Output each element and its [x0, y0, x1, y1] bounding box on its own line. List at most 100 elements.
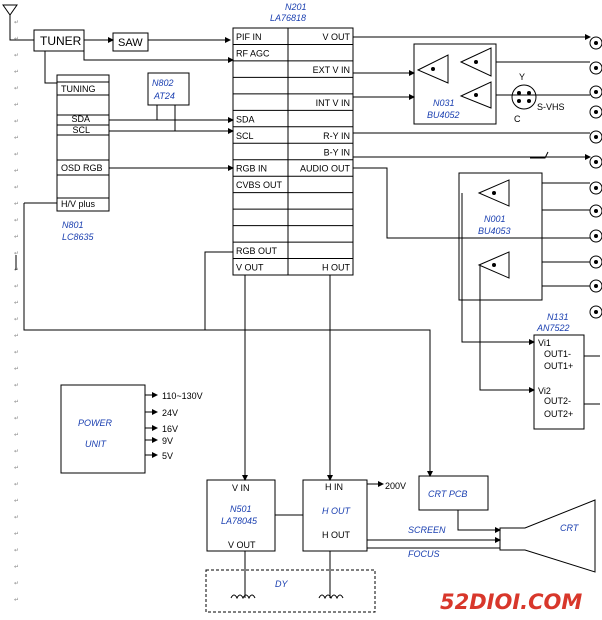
voltage-200v: 200V — [385, 481, 406, 491]
n201-pin-left-7: SCL — [236, 131, 254, 141]
n201-pin-right-7: R-Y IN — [323, 131, 350, 141]
wiring — [9, 26, 600, 598]
horizontal-output-block: H IN H OUT H OUT — [302, 479, 368, 552]
crt-tube-icon: CRT — [499, 499, 596, 573]
saw-filter-block: SAW — [112, 32, 149, 52]
n131-ref: N131 — [547, 312, 569, 322]
n501-part: LA78045 — [221, 516, 258, 526]
deflection-yoke: DY — [205, 569, 376, 613]
n201-pin-left-6: SDA — [236, 114, 255, 124]
focus-label: FOCUS — [408, 549, 440, 559]
n201-ref: N201 — [285, 2, 307, 12]
n201-pin-right-1: V OUT — [322, 32, 350, 42]
dy-label: DY — [275, 579, 288, 589]
paragraph-mark: ↵ — [14, 251, 19, 257]
crt-label: CRT — [560, 523, 580, 533]
n131-pin-out1-minus: OUT1- — [544, 349, 571, 359]
margin-markers: ↵↵↵↵↵↵↵↵↵↵↵↵↵↵↵↵↵↵↵↵↵↵↵↵↵↵↵↵↵↵↵↵↵↵↵↵ — [14, 20, 19, 604]
tuner-label: TUNER — [40, 34, 82, 48]
paragraph-mark: ↵ — [14, 499, 19, 505]
n201-pin-right-3: EXT V IN — [313, 65, 350, 75]
paragraph-mark: ↵ — [14, 169, 19, 175]
paragraph-mark: ↵ — [14, 334, 19, 340]
paragraph-mark: ↵ — [14, 482, 19, 488]
n131-part: AN7522 — [536, 323, 570, 333]
paragraph-mark: ↵ — [14, 317, 19, 323]
paragraph-mark: ↵ — [14, 515, 19, 521]
n802-part: AT24 — [153, 91, 175, 101]
n131-amplifier: N131 AN7522 Vi1 Vi2 OUT1- OUT1+ OUT2- OU… — [533, 312, 585, 430]
n201-pin-right-9: AUDIO OUT — [300, 164, 351, 174]
paragraph-mark: ↵ — [14, 466, 19, 472]
n801-pin-tuning: TUNING — [61, 84, 96, 94]
paragraph-mark: ↵ — [14, 20, 19, 26]
n201-pin-right-15: H OUT — [322, 263, 351, 273]
paragraph-mark: ↵ — [14, 235, 19, 241]
paragraph-mark: ↵ — [14, 70, 19, 76]
n801-pin-osd-rgb: OSD RGB — [61, 163, 103, 173]
n201-pin-right-8: B-Y IN — [324, 147, 350, 157]
n201-pin-right-5: INT V IN — [316, 98, 350, 108]
n131-pin-vi1: Vi1 — [538, 338, 551, 348]
n801-ref: N801 — [62, 220, 84, 230]
paragraph-mark: ↵ — [14, 598, 19, 604]
paragraph-mark: ↵ — [14, 400, 19, 406]
paragraph-mark: ↵ — [14, 218, 19, 224]
n131-pin-out1-plus: OUT1+ — [544, 361, 573, 371]
hout-name: H OUT — [322, 506, 352, 516]
n201-pin-left-2: RF AGC — [236, 48, 270, 58]
n201-pin-left-15: V OUT — [236, 263, 264, 273]
n501-vertical-amp: V IN N501 LA78045 V OUT — [206, 479, 276, 552]
crt-pcb-block: CRT PCB — [418, 475, 489, 511]
paragraph-mark: ↵ — [14, 548, 19, 554]
watermark-logo: 52DIOI.COM — [440, 590, 582, 614]
n802-eeprom: N802 AT24 — [147, 72, 190, 106]
n131-pin-out2-plus: OUT2+ — [544, 409, 573, 419]
n201-pin-left-9: RGB IN — [236, 164, 267, 174]
paragraph-mark: ↵ — [14, 565, 19, 571]
n201-part: LA76818 — [270, 13, 306, 23]
paragraph-mark: ↵ — [14, 301, 19, 307]
n801-chip: TUNING SDA SCL OSD RGB H/V plus N801 LC8… — [56, 74, 110, 242]
paragraph-mark: ↵ — [14, 532, 19, 538]
paragraph-mark: ↵ — [14, 416, 19, 422]
paragraph-mark: ↵ — [14, 136, 19, 142]
rca-jack-icons — [589, 36, 602, 319]
svhs-y-label: Y — [519, 72, 525, 82]
paragraph-mark: ↵ — [14, 383, 19, 389]
antenna-icon — [2, 4, 18, 26]
paragraph-mark: ↵ — [14, 367, 19, 373]
screen-label: SCREEN — [408, 525, 446, 535]
power-output-3: 16V — [162, 424, 178, 434]
paragraph-mark: ↵ — [14, 103, 19, 109]
paragraph-mark: ↵ — [14, 268, 19, 274]
n801-part: LC8635 — [62, 232, 95, 242]
n201-chip: N201 LA76818 PIF IN V OUT RF AGC EXT V IN IN… — [232, 2, 354, 276]
paragraph-mark: ↵ — [14, 581, 19, 587]
svhs-label: S-VHS — [537, 102, 565, 112]
n201-pin-left-14: RGB OUT — [236, 246, 278, 256]
tuner-block: TUNER — [33, 29, 85, 52]
n802-ref: N802 — [152, 78, 174, 88]
n131-pin-out2-minus: OUT2- — [544, 396, 571, 406]
paragraph-mark: ↵ — [14, 53, 19, 59]
hout-h-out: H OUT — [322, 530, 351, 540]
saw-label: SAW — [118, 37, 143, 49]
n001-switch: N001 BU4053 — [458, 172, 543, 301]
power-output-2: 24V — [162, 408, 178, 418]
n501-v-out: V OUT — [228, 540, 256, 550]
unit-title: UNIT — [85, 439, 107, 449]
n501-ref: N501 — [230, 504, 252, 514]
paragraph-mark: ↵ — [14, 185, 19, 191]
paragraph-mark: ↵ — [14, 350, 19, 356]
power-output-4: 9V — [162, 436, 173, 446]
n201-pin-left-1: PIF IN — [236, 32, 262, 42]
paragraph-mark: ↵ — [14, 433, 19, 439]
paragraph-mark: ↵ — [14, 119, 19, 125]
n801-pin-scl: SCL — [72, 125, 90, 135]
n001-ref: N001 — [484, 214, 506, 224]
n031-part: BU4052 — [427, 110, 460, 120]
